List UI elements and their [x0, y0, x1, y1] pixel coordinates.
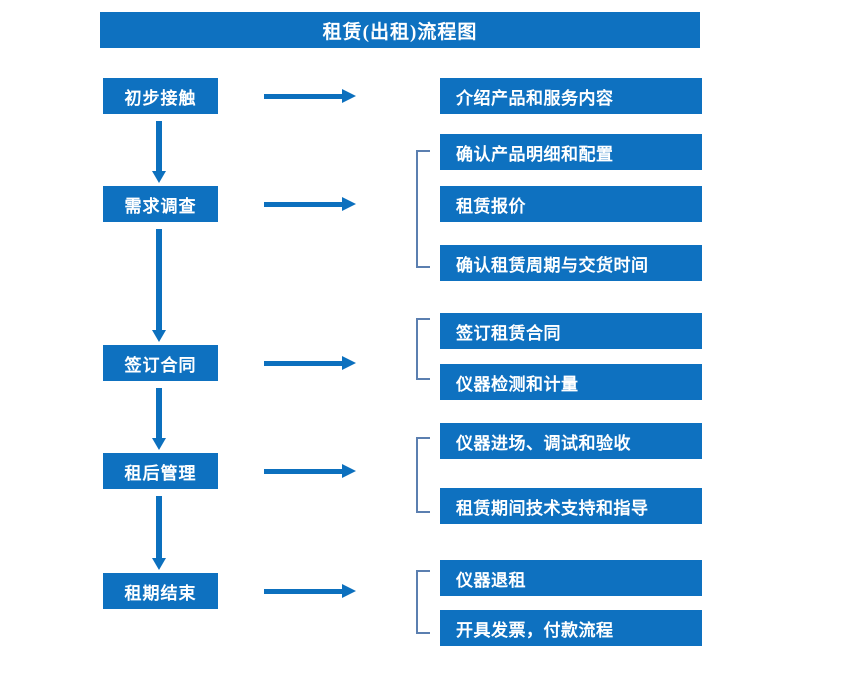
detail-box-9[interactable]: 仪器退租: [440, 560, 702, 596]
stage-box-4[interactable]: 租后管理: [103, 453, 218, 489]
stage-box-3[interactable]: 签订合同: [103, 345, 218, 381]
horizontal-arrow-1: [264, 89, 356, 103]
group-bracket-4: [416, 570, 430, 634]
vertical-arrow-2: [152, 229, 166, 342]
stage-box-5[interactable]: 租期结束: [103, 573, 218, 609]
page-title: 租赁(出租)流程图: [100, 12, 700, 48]
detail-box-5[interactable]: 签订租赁合同: [440, 313, 702, 349]
detail-box-2[interactable]: 确认产品明细和配置: [440, 134, 702, 170]
detail-box-1[interactable]: 介绍产品和服务内容: [440, 78, 702, 114]
horizontal-arrow-5: [264, 584, 356, 598]
detail-box-7[interactable]: 仪器进场、调试和验收: [440, 423, 702, 459]
vertical-arrow-3: [152, 388, 166, 450]
vertical-arrow-1: [152, 121, 166, 183]
detail-box-3[interactable]: 租赁报价: [440, 186, 702, 222]
horizontal-arrow-3: [264, 356, 356, 370]
vertical-arrow-4: [152, 496, 166, 570]
stage-box-2[interactable]: 需求调查: [103, 186, 218, 222]
group-bracket-1: [416, 150, 430, 268]
group-bracket-3: [416, 437, 430, 513]
horizontal-arrow-2: [264, 197, 356, 211]
group-bracket-2: [416, 318, 430, 380]
stage-box-1[interactable]: 初步接触: [103, 78, 218, 114]
horizontal-arrow-4: [264, 464, 356, 478]
detail-box-4[interactable]: 确认租赁周期与交货时间: [440, 245, 702, 281]
detail-box-10[interactable]: 开具发票，付款流程: [440, 610, 702, 646]
detail-box-6[interactable]: 仪器检测和计量: [440, 364, 702, 400]
detail-box-8[interactable]: 租赁期间技术支持和指导: [440, 488, 702, 524]
